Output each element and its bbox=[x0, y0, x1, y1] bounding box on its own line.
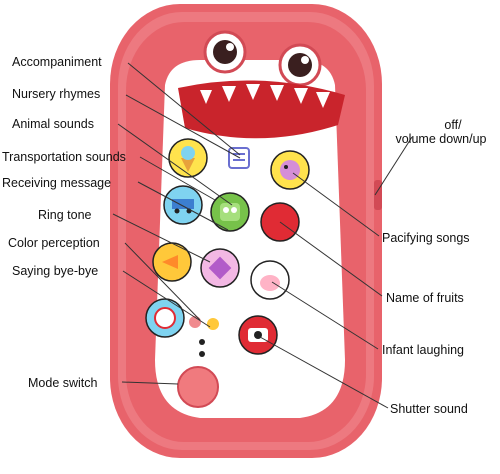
label-pacifying-songs: Pacifying songs bbox=[382, 231, 470, 245]
girl-button-icon[interactable] bbox=[200, 248, 240, 288]
triangle-button-icon[interactable] bbox=[145, 298, 185, 338]
home-button-icon[interactable] bbox=[177, 366, 219, 408]
label-animal-sounds: Animal sounds bbox=[12, 117, 94, 131]
train-button-icon[interactable] bbox=[163, 185, 203, 225]
label-accompaniment: Accompaniment bbox=[12, 55, 102, 69]
label-ring-tone: Ring tone bbox=[38, 208, 92, 222]
label-shutter-sound: Shutter sound bbox=[390, 402, 468, 416]
label-mode-switch: Mode switch bbox=[28, 376, 98, 390]
apple-button-icon[interactable] bbox=[250, 260, 290, 300]
label-nursery-rhymes: Nursery rhymes bbox=[12, 87, 101, 101]
label-infant-laughing: Infant laughing bbox=[382, 343, 465, 357]
ice-cream-button-icon[interactable] bbox=[168, 138, 208, 178]
label-name-of-fruits: Name of fruits bbox=[386, 291, 464, 305]
label-transportation-sounds: Transportation sounds bbox=[2, 150, 126, 164]
leader-lines bbox=[112, 62, 413, 409]
label-saying-bye-bye: Saying bye-bye bbox=[12, 264, 99, 278]
label-receiving-message: Receiving message bbox=[2, 176, 112, 190]
mouth bbox=[178, 80, 345, 139]
fish-button-icon[interactable] bbox=[152, 242, 192, 282]
camera-button-icon[interactable] bbox=[238, 315, 278, 355]
label-color-perception: Color perception bbox=[8, 236, 100, 250]
tulip-button-icon bbox=[199, 339, 205, 357]
label-volume: volume down/up bbox=[395, 132, 487, 146]
sheep-button-icon[interactable] bbox=[270, 150, 310, 190]
robot-button-icon[interactable] bbox=[210, 192, 250, 232]
label-off: off/ bbox=[444, 118, 462, 132]
